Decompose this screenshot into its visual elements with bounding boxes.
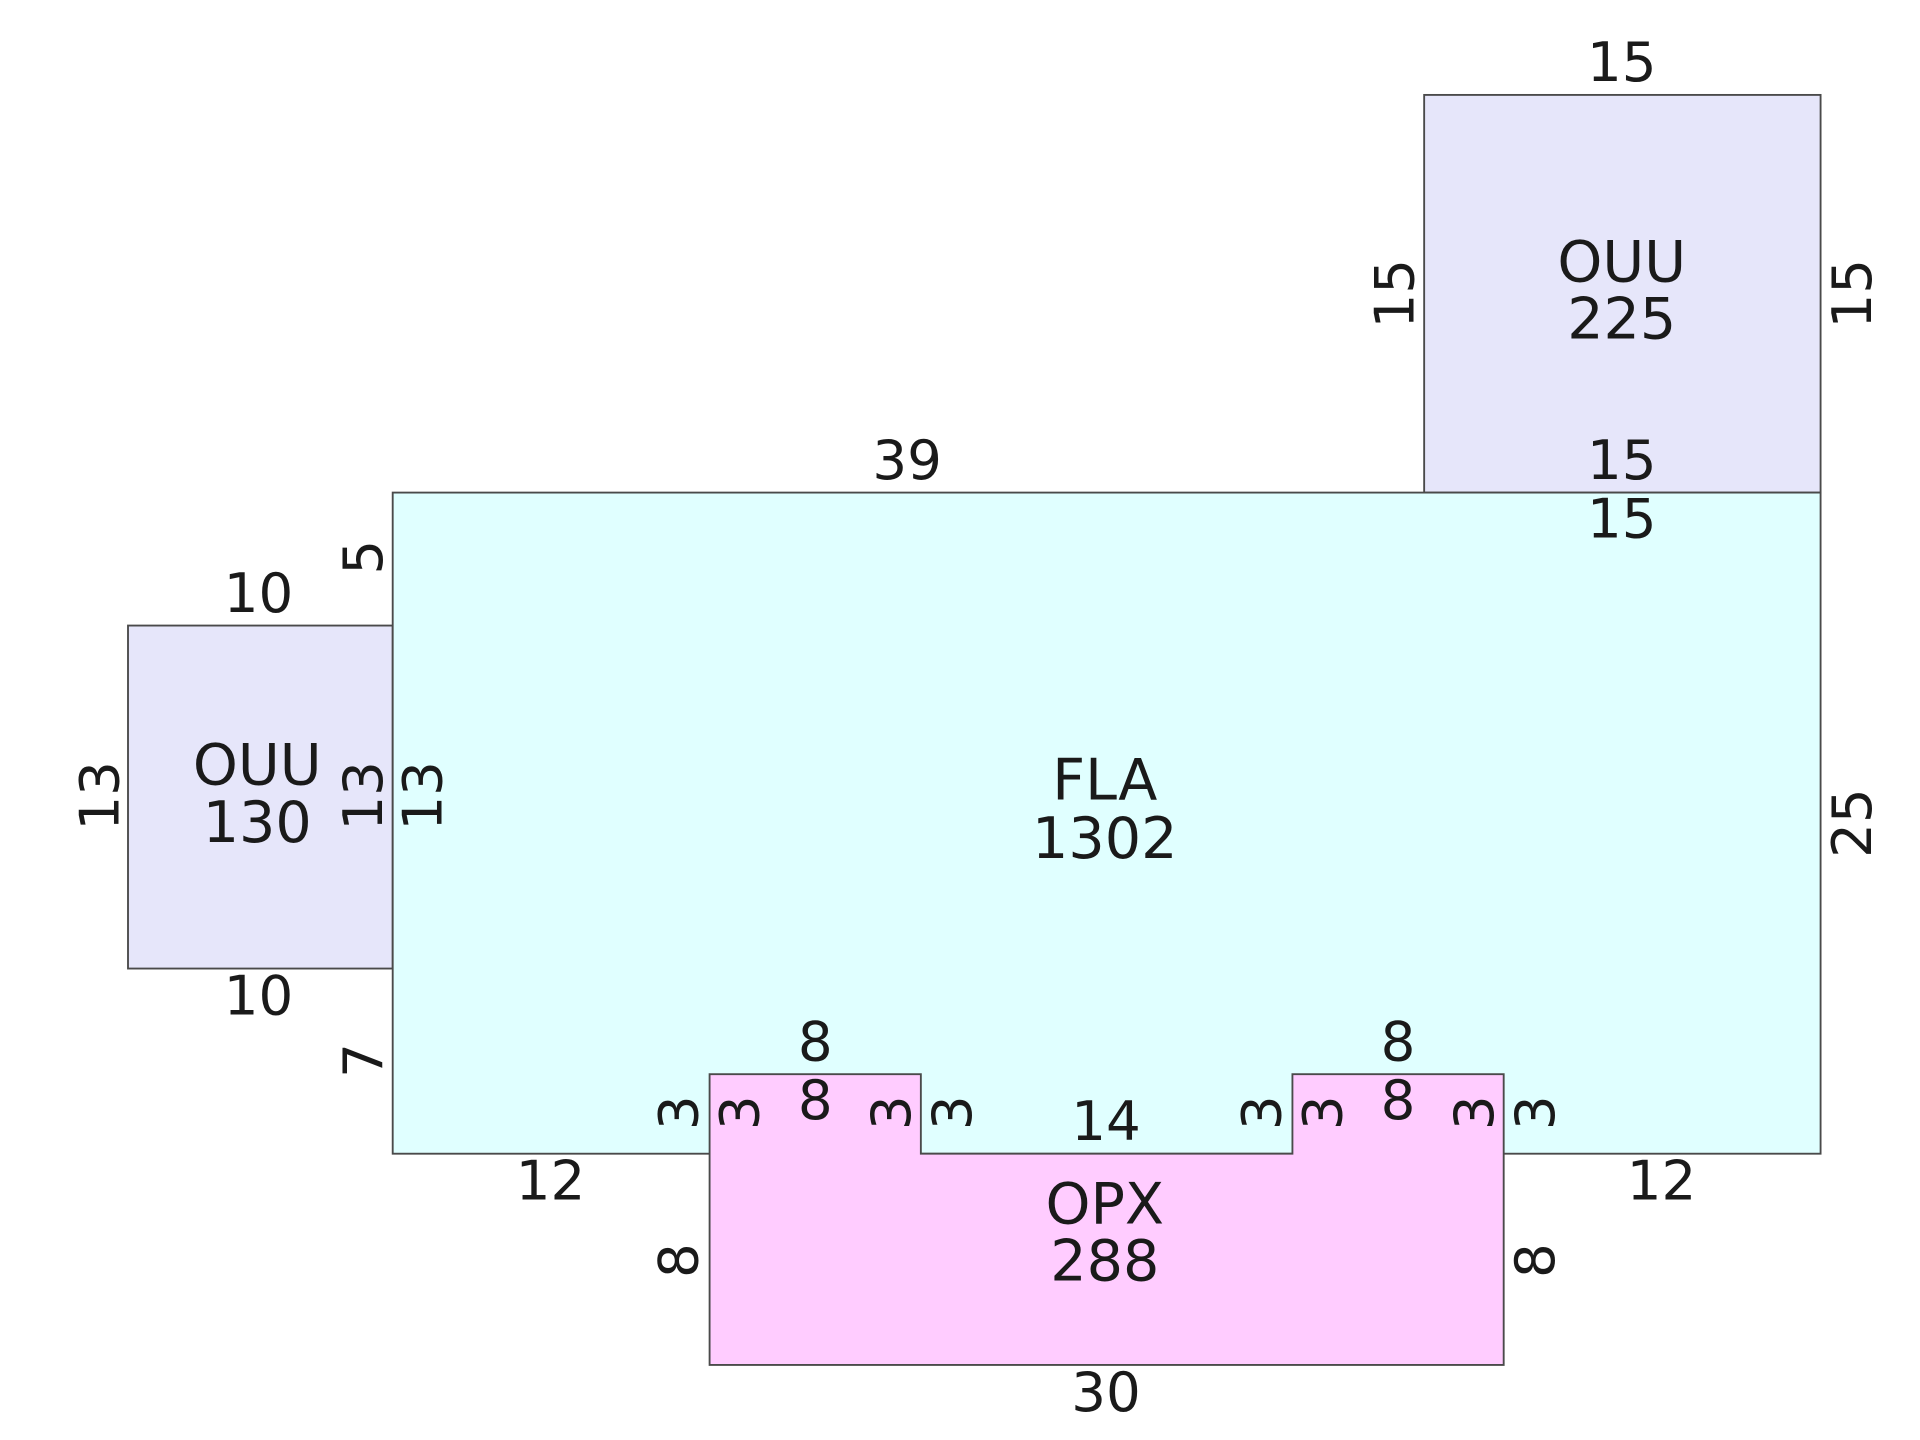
dim-ouu-left-left: 13 (68, 761, 132, 831)
dim-fla-left-upper: 5 (331, 540, 395, 575)
opx-shape (708, 1073, 1505, 1366)
dim-fla-bottom-left: 12 (516, 1149, 586, 1213)
dim-ouu-left-top: 10 (224, 561, 294, 625)
dim-opx-left: 8 (647, 1243, 711, 1278)
dim-opx-right-notch-left-inner: 3 (1290, 1095, 1354, 1130)
dim-ouu-left-bottom: 10 (224, 964, 294, 1028)
dim-opx-right-notch-right-outer: 3 (1503, 1095, 1567, 1130)
opx-area-value: 288 (1050, 1228, 1159, 1294)
ouu-left-area-value: 130 (203, 790, 312, 856)
dim-opx-right: 8 (1503, 1243, 1567, 1278)
dim-ouu-top-right: 15 (1820, 259, 1884, 329)
dim-opx-left-notch-right-outer: 3 (920, 1095, 984, 1130)
fla-area-value: 1302 (1032, 806, 1177, 872)
ouu-left-shape (127, 624, 394, 970)
dim-opx-right-notch-right-inner: 3 (1442, 1095, 1506, 1130)
ouu-top-shape (1423, 93, 1822, 494)
dim-fla-right: 25 (1820, 788, 1884, 858)
dim-opx-left-notch-top-inner: 8 (798, 1068, 833, 1132)
dim-opx-left-notch-top-outer: 8 (798, 1010, 833, 1074)
dim-opx-left-notch-right-inner: 3 (859, 1095, 923, 1130)
dim-opx-right-notch-top-inner: 8 (1381, 1068, 1416, 1132)
dim-fla-left-middle: 13 (391, 761, 455, 831)
ouu-top-area-value: 225 (1567, 286, 1676, 352)
opx-area-name: OPX (1045, 1171, 1164, 1237)
dim-opx-bottom: 30 (1071, 1360, 1141, 1424)
dim-opx-right-notch-left-outer: 3 (1229, 1095, 1293, 1130)
dim-ouu-top-left: 15 (1362, 259, 1426, 329)
fla-area-name: FLA (1052, 748, 1157, 814)
dim-fla-top: 39 (872, 428, 942, 492)
dim-fla-bottom-right: 12 (1627, 1149, 1697, 1213)
dim-ouu-top-bottom: 15 (1587, 428, 1657, 492)
ouu-left-area-name: OUU (193, 733, 322, 799)
fla-shape (391, 491, 1822, 1155)
dim-opx-middle-top: 14 (1071, 1089, 1141, 1153)
ouu-top-area-name: OUU (1557, 229, 1686, 295)
dim-fla-top-right: 15 (1587, 486, 1657, 550)
dim-fla-left-lower: 7 (331, 1043, 395, 1078)
dim-ouu-left-right: 13 (331, 761, 395, 831)
dim-opx-left-notch-left-inner: 3 (708, 1095, 772, 1130)
dim-opx-left-notch-left-outer: 3 (647, 1095, 711, 1130)
dim-ouu-top-top: 15 (1587, 30, 1657, 94)
dim-opx-right-notch-top-outer: 8 (1381, 1010, 1416, 1074)
